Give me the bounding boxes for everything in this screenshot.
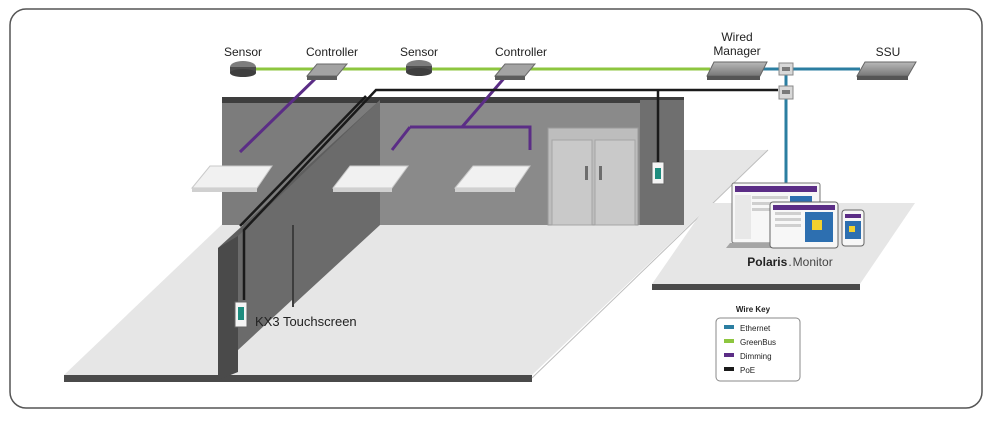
- kx3-touchscreen-label: KX3 Touchscreen: [255, 314, 357, 329]
- wire-key-box: [715, 317, 801, 382]
- ssu-label: SSU: [876, 45, 901, 59]
- wall-switch-right: [651, 161, 665, 185]
- controller-2: [493, 63, 537, 80]
- polaris-product-name: Monitor: [793, 255, 833, 269]
- wired-manager-label-line2: Manager: [713, 44, 760, 58]
- sensor-2: [406, 60, 432, 76]
- dimming-swatch: [724, 353, 734, 357]
- back-wall-top: [222, 97, 684, 103]
- wired-manager-label-line1: Wired: [721, 30, 752, 44]
- controller-1: [305, 63, 349, 80]
- sensor-1-label: Sensor: [224, 45, 262, 59]
- wire-key-title: Wire Key: [736, 305, 771, 314]
- controller-1-label: Controller: [306, 45, 358, 59]
- partition-wall: [238, 100, 380, 350]
- dimming-wires: [238, 74, 532, 154]
- kx3-touchscreen-device: [234, 301, 248, 328]
- sensor-1: [230, 61, 256, 77]
- sensor-2-label: Sensor: [400, 45, 438, 59]
- ethernet-swatch: [724, 325, 734, 329]
- wire-key-item-greenbus: GreenBus: [740, 338, 776, 347]
- wire-key-item-ethernet: Ethernet: [740, 324, 771, 333]
- wire-key-item-poe: PoE: [740, 366, 755, 375]
- polaris-monitor-screens: [726, 182, 865, 249]
- wired-manager-device: [706, 61, 768, 80]
- poe-wires: [239, 88, 778, 300]
- wire-key-legend: Wire Key Ethernet GreenBus Dimming PoE: [715, 305, 801, 382]
- ethernet-wires: [760, 67, 860, 185]
- wire-key-item-dimming: Dimming: [740, 352, 772, 361]
- ssu-device: [856, 61, 917, 80]
- controller-2-label: Controller: [495, 45, 547, 59]
- greenbus-swatch: [724, 339, 734, 343]
- polaris-dot: .: [788, 255, 791, 269]
- floor-edge-front: [64, 375, 532, 382]
- partition-edge: [218, 236, 238, 380]
- ethernet-splitter-1: [778, 62, 794, 76]
- polaris-brand-name: Polaris: [747, 255, 787, 269]
- double-door: [547, 127, 639, 226]
- polaris-monitor-brand: Polaris.Monitor: [747, 255, 832, 269]
- ethernet-splitter-2: [778, 85, 794, 100]
- poe-swatch: [724, 367, 734, 371]
